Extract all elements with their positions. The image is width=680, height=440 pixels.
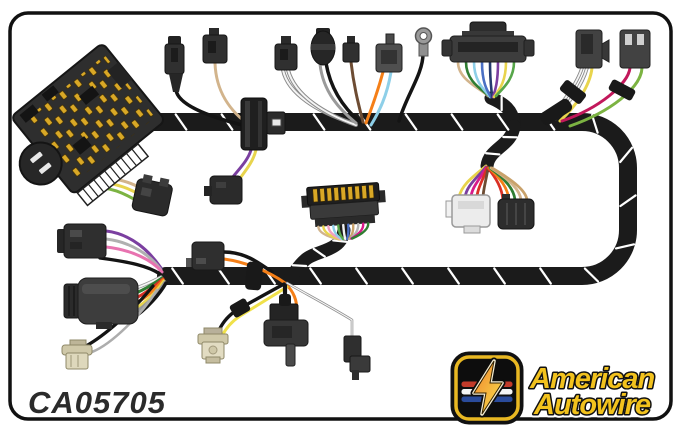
brand-line2: Autowire xyxy=(533,389,651,421)
dash-connector-gold-terminals xyxy=(312,184,375,203)
loom-wrap-mark xyxy=(291,264,308,268)
lightning-bolt-icon xyxy=(470,357,506,418)
loom-wrap-mark xyxy=(447,267,460,285)
two-pin-connector xyxy=(202,28,228,64)
wire-blade-black xyxy=(174,88,248,128)
tape-wraps xyxy=(229,79,636,318)
wire-rm-white-core xyxy=(135,276,162,289)
wire-bulkhead-4 xyxy=(480,60,493,99)
loom-wrap-mark xyxy=(539,267,552,285)
wire-ring-black xyxy=(397,52,425,123)
loom-wrap-mark xyxy=(312,113,326,131)
taped-magenta-green-connector xyxy=(619,29,651,69)
loom-wrap-mark xyxy=(583,267,600,283)
wire-bulkhead-6 xyxy=(491,60,500,99)
loom-main-loop xyxy=(103,113,637,285)
brand-logo: American American Autowire Autowire xyxy=(450,351,659,425)
wire-sm-core xyxy=(286,282,353,341)
wire-tr-green xyxy=(568,66,644,128)
single-pin-connector xyxy=(342,36,360,63)
three-wire-connector xyxy=(57,223,107,259)
loom-dash-stem xyxy=(284,223,351,283)
wire-bulkhead-8 xyxy=(494,60,516,98)
loom-wrap-mark xyxy=(619,194,637,208)
taped-two-wire-connector xyxy=(575,29,610,69)
wire-white2-core xyxy=(287,69,357,126)
loom-wrap-mark xyxy=(614,243,636,250)
loom-wrap-mark xyxy=(485,152,501,156)
loom-wrap-mark xyxy=(450,113,464,131)
loom-wrap-mark xyxy=(619,146,634,164)
loom-wrap-mark xyxy=(171,267,184,285)
stacked-connector xyxy=(263,303,309,367)
side-marker-connector xyxy=(343,335,371,380)
brand-line1: American xyxy=(529,363,654,395)
blade-connector xyxy=(164,36,185,92)
wire-sensor-gray xyxy=(318,62,358,125)
wire-fb-gray xyxy=(90,288,159,354)
loom-wrap-mark xyxy=(500,95,503,112)
logo-badge-outer xyxy=(450,351,524,425)
round-sensor-connector xyxy=(310,28,336,66)
wire-orange xyxy=(364,70,385,125)
flag-connector xyxy=(204,175,243,205)
wire-bulkhead-5 xyxy=(488,60,494,99)
firewall-grommet xyxy=(240,97,286,151)
wire-lightblue xyxy=(369,70,393,127)
bulkhead-multi-pin-connector xyxy=(441,21,535,63)
loom-wrap-mark xyxy=(493,267,506,285)
center-bulb-socket xyxy=(197,327,229,364)
loom-wrap-mark xyxy=(309,267,322,285)
brand-line1-halo: American xyxy=(529,363,654,395)
loom-wrap-mark xyxy=(404,113,418,131)
loom-wrap-mark xyxy=(174,113,188,131)
fuse-block-round-connector xyxy=(18,141,63,186)
harness-loom xyxy=(103,91,637,285)
dash-ribbon-wires xyxy=(317,222,370,241)
fuse-block-terminal-strip xyxy=(76,142,150,207)
wire-rm-green xyxy=(134,276,164,295)
black-five-wire-connector xyxy=(497,194,535,230)
front-bulb-socket xyxy=(61,339,93,370)
wire-sensor-black xyxy=(324,61,362,124)
loom-wrap-mark xyxy=(496,113,510,131)
connectors xyxy=(57,21,651,380)
fuse-block xyxy=(12,44,164,207)
fuse-block-pigtail-connector xyxy=(131,174,173,217)
loom-bulkhead-stem-down xyxy=(480,119,521,173)
wire-tr-magenta xyxy=(560,66,632,123)
part-number: CA05705 xyxy=(28,385,166,420)
multi-wire-round-connector xyxy=(63,277,139,329)
loom-wrap-mark xyxy=(332,239,348,243)
square-two-wire-connector xyxy=(375,33,403,73)
white-five-wire-connector xyxy=(445,194,491,234)
loom-wrap-mark xyxy=(502,135,518,139)
ring-terminal xyxy=(414,27,433,57)
wire-ll-black xyxy=(98,256,162,276)
brand-line2-halo: Autowire xyxy=(533,389,651,421)
loom-wrap-mark xyxy=(355,267,368,285)
white-wire-connector xyxy=(274,36,298,71)
wire-ll-pink xyxy=(104,245,164,274)
box-connector xyxy=(186,241,225,271)
loom-wrap-mark xyxy=(312,247,326,258)
dash-edge-connector xyxy=(301,182,386,241)
loom-wrap-mark xyxy=(217,267,230,285)
loom-wrap-mark xyxy=(401,267,414,285)
wire-bfan-tan2 xyxy=(490,166,529,202)
wire-brown xyxy=(349,60,365,124)
wire-box-black xyxy=(222,250,274,274)
